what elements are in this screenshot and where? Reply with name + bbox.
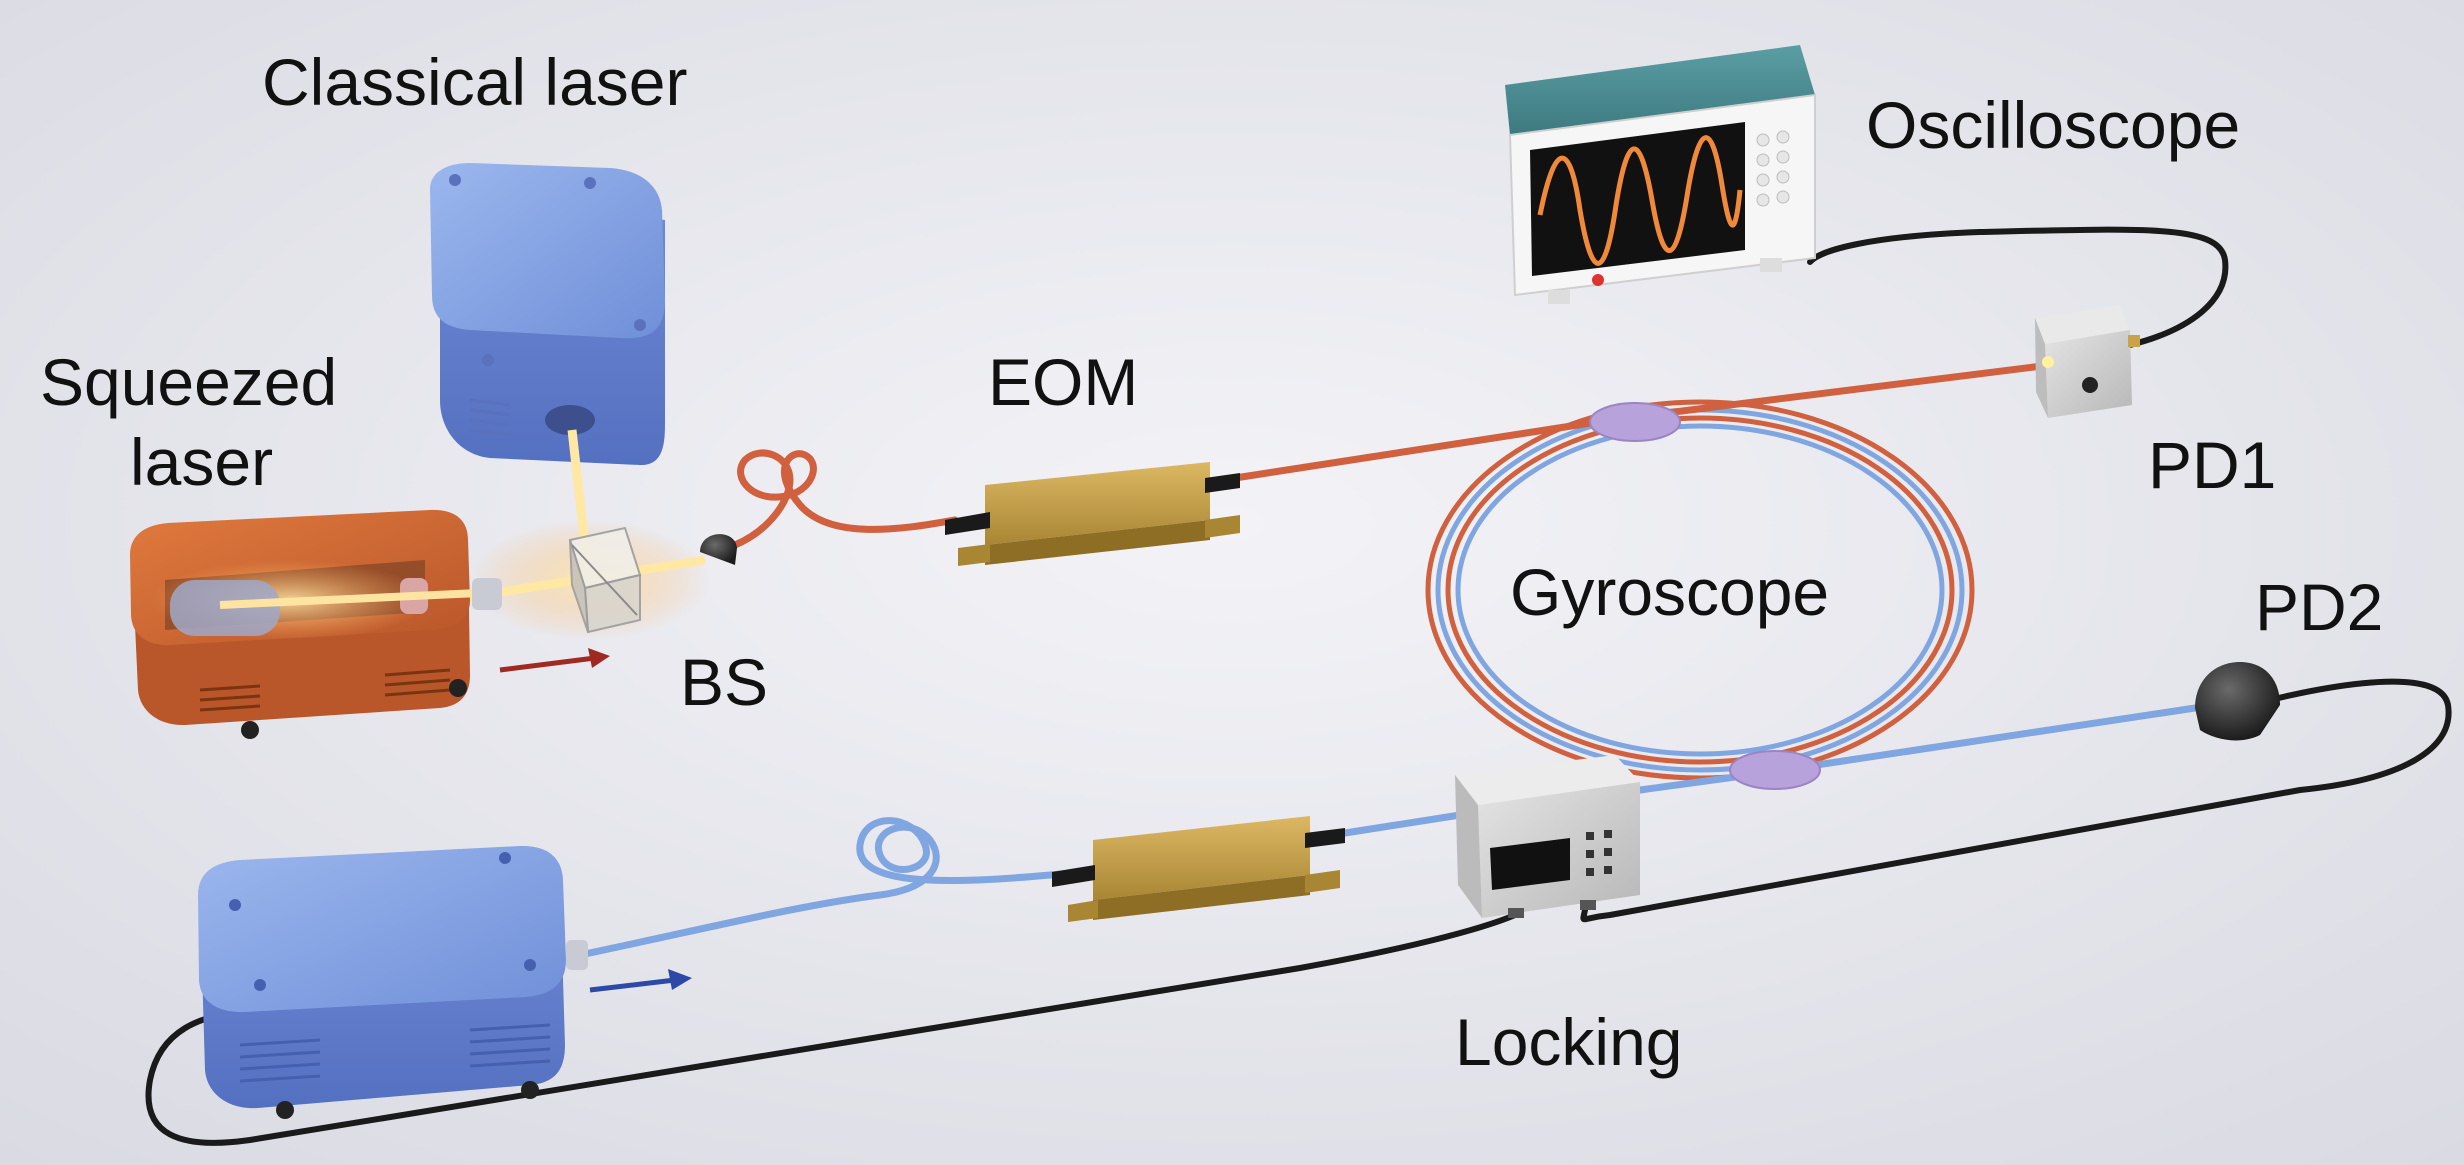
pd2-locking-loop-cable [1580,678,2452,923]
locking-controller [1455,755,1640,918]
pd2-detector [2195,662,2280,741]
gyroscope-coupler-bottom [1729,750,1821,790]
label-locking: Locking [1455,1005,1683,1079]
oscilloscope-trace-icon [1537,135,1743,266]
component-labels: Classical laser Squeezed laser BS EOM Os… [40,45,2383,1079]
label-squeezed-laser-line2: laser [130,425,273,499]
classical-laser [430,163,665,466]
gyroscope-fiber-coil [1425,399,1975,781]
pd1-detector [2035,305,2140,418]
squeezed-laser [130,509,502,739]
pd1-to-oscilloscope-cable [1807,226,2229,348]
bs-output-coupler-icon [700,534,737,565]
electrical-cables [145,226,2452,1146]
beam-splitter [568,526,642,634]
label-gyroscope: Gyroscope [1510,555,1829,629]
red-fiber-bs-to-eom [731,449,959,549]
gyroscope-coupler-top [1589,402,1681,442]
label-pd1: PD1 [2148,428,2276,502]
blue-fiber-laser-to-eom [576,817,1089,959]
label-pd2: PD2 [2255,570,2383,644]
eom-bottom [1052,816,1345,922]
pump-laser [198,845,588,1119]
label-oscilloscope: Oscilloscope [1866,88,2240,162]
label-classical-laser: Classical laser [262,45,687,119]
classical-laser-vents [469,398,511,437]
blue-arrow-icon [589,977,676,993]
oscilloscope [1505,45,1816,304]
label-bs: BS [680,645,768,719]
eom-top [945,462,1240,566]
red-arrow-icon [499,655,596,673]
label-eom: EOM [988,345,1138,419]
label-squeezed-laser-line1: Squeezed [40,345,337,419]
locking-to-laser-loop-cable [145,912,1518,1146]
propagation-arrows [499,648,692,993]
blue-fiber-eom-to-locking [1341,811,1464,837]
squeezed-laser-vents [199,668,451,712]
